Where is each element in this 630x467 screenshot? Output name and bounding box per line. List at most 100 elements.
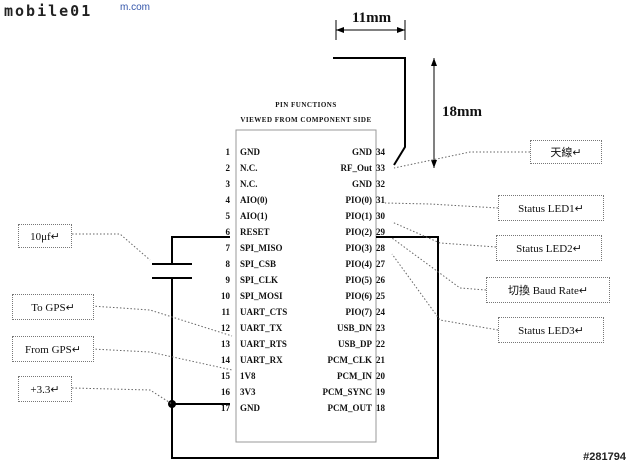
- image-id: #281794: [583, 451, 626, 463]
- pin-label: 3V3: [240, 387, 256, 397]
- pin-label: PIO(3): [345, 243, 373, 253]
- pin-label: PIO(5): [345, 275, 373, 285]
- pin-label: RESET: [240, 227, 270, 237]
- pin-row: 1 GND: [216, 144, 287, 160]
- pin-label: UART_TX: [240, 323, 283, 333]
- pin-number: 4: [225, 195, 231, 205]
- pin-number: 24: [376, 307, 385, 317]
- pin-row: PIO(7)24: [300, 304, 392, 320]
- pin-number: 34: [376, 147, 385, 157]
- pin-number: 28: [376, 243, 385, 253]
- width-dimension-label: 11mm: [352, 10, 392, 26]
- pin-label: PIO(0): [345, 195, 373, 205]
- pin-number: 31: [376, 195, 385, 205]
- pin-row: PIO(1)30: [300, 208, 392, 224]
- pin-label: AIO(1): [240, 211, 268, 221]
- from-gps-callout: From GPS↵: [12, 336, 94, 362]
- pin-number: 30: [376, 211, 385, 221]
- pin-functions-title: PIN FUNCTIONS: [275, 101, 337, 109]
- baud-rate-callout: 切換 Baud Rate↵: [486, 277, 610, 303]
- pin-number: 3: [225, 179, 231, 189]
- pin-number: 6: [225, 227, 231, 237]
- pin-label: PIO(6): [345, 291, 373, 301]
- v33-callout: +3.3↵: [18, 376, 72, 402]
- pin-row: PIO(5)26: [300, 272, 392, 288]
- status-led3-callout: Status LED3↵: [498, 317, 604, 343]
- pin-row: 4 AIO(0): [216, 192, 287, 208]
- site-logo: mobile01: [4, 2, 93, 20]
- pin-label: PIO(2): [345, 227, 373, 237]
- pin-number: 15: [221, 371, 230, 381]
- pin-row: 17 GND: [216, 400, 287, 416]
- pin-functions-subtitle: VIEWED FROM COMPONENT SIDE: [240, 116, 372, 124]
- pin-row: 3 N.C.: [216, 176, 287, 192]
- pin-row: PIO(0)31: [300, 192, 392, 208]
- pin-label: RF_Out: [340, 163, 373, 173]
- pin-label: USB_DN: [336, 323, 372, 333]
- capacitor-callout: 10μf↵: [18, 224, 72, 248]
- pin-row: 2 N.C.: [216, 160, 287, 176]
- pin-label: GND: [240, 147, 260, 157]
- pin-number: 32: [376, 179, 385, 189]
- pin-number: 18: [376, 403, 385, 413]
- pin-row: PIO(4)27: [300, 256, 392, 272]
- pin-label: N.C.: [240, 163, 258, 173]
- pin-number: 9: [225, 275, 231, 285]
- pin-row: PIO(2)29: [300, 224, 392, 240]
- pin-number: 1: [225, 147, 231, 157]
- antenna-trace: [333, 57, 406, 166]
- pin-label: SPI_MISO: [240, 243, 283, 253]
- pin-number: 27: [376, 259, 385, 269]
- pin-label: PIO(7): [345, 307, 373, 317]
- pin-label: N.C.: [240, 179, 258, 189]
- pin-label: UART_CTS: [240, 307, 288, 317]
- pin-number: 33: [376, 163, 385, 173]
- pin-row: PIO(6)25: [300, 288, 392, 304]
- pin-label: PCM_SYNC: [322, 387, 373, 397]
- reset-wire: [171, 236, 439, 459]
- pin-label: PCM_CLK: [327, 355, 373, 365]
- antenna-callout: 天線↵: [530, 140, 602, 164]
- pin-number: 17: [221, 403, 230, 413]
- height-dimension-label: 18mm: [442, 104, 482, 120]
- pin-label: SPI_CLK: [240, 275, 279, 285]
- pin-number: 29: [376, 227, 385, 237]
- pin-label: PIO(1): [345, 211, 373, 221]
- pin-row: 6 RESET: [216, 224, 287, 240]
- pin-number: 7: [225, 243, 231, 253]
- pin-number: 25: [376, 291, 385, 301]
- pin-number: 20: [376, 371, 385, 381]
- pin-label: GND: [240, 403, 260, 413]
- pin-number: 19: [376, 387, 385, 397]
- pin-row: USB_DP 22: [300, 336, 392, 352]
- pin-number: 10: [221, 291, 230, 301]
- pin-label: PIO(4): [345, 259, 373, 269]
- pin-row: 7 SPI_MISO: [216, 240, 287, 256]
- pin-number: 2: [225, 163, 231, 173]
- pin-number: 16: [221, 387, 230, 397]
- pin-label: PCM_OUT: [327, 403, 373, 413]
- pin-label: GND: [352, 147, 372, 157]
- site-logo-url: m.com: [120, 2, 150, 13]
- pin-label: AIO(0): [240, 195, 268, 205]
- pin-number: 22: [376, 339, 385, 349]
- pin-label: USB_DP: [337, 339, 372, 349]
- status-led2-callout: Status LED2↵: [496, 235, 602, 261]
- to-gps-callout: To GPS↵: [12, 294, 94, 320]
- pin-number: 13: [221, 339, 230, 349]
- pin-row: GND 34: [300, 144, 392, 160]
